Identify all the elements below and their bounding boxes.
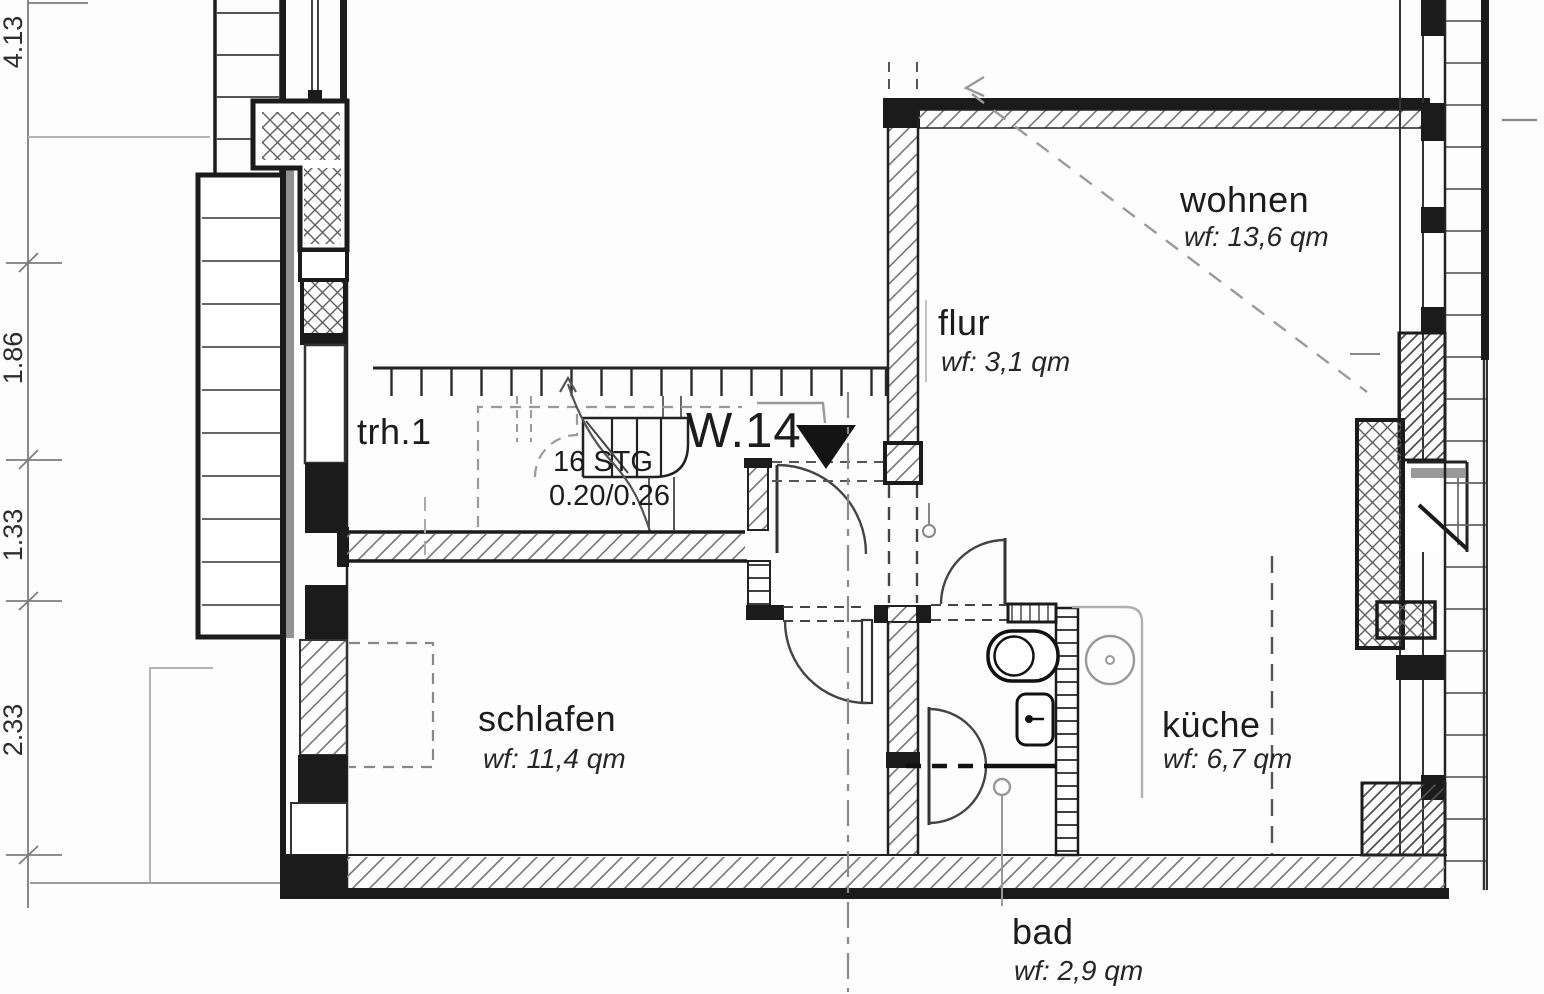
south-wall <box>280 854 1449 899</box>
room-area-schlafen: wf: 11,4 qm <box>483 743 626 774</box>
room-area-wohnen: wf: 13,6 qm <box>1184 221 1329 252</box>
dimension-4-13: 4.13 <box>0 16 28 69</box>
kueche-counter-outline <box>1072 605 1144 798</box>
bad-east-wall <box>1054 606 1080 857</box>
stair-direction-arrow-icon <box>559 375 577 393</box>
apartment-label: W.14 <box>686 404 802 458</box>
labels: trh.1 16 STG 0.20/0.26 W.14 wohnen wf: 1… <box>357 179 1329 986</box>
bad-features <box>906 606 1080 906</box>
neighbor-staircase-left <box>195 0 286 640</box>
schlafen-door-leaf <box>860 618 874 705</box>
flur-west-wall <box>883 98 923 603</box>
entrance-door-swing <box>776 463 868 555</box>
dimension-chain-left: 4.13 1.86 1.33 2.33 <box>0 0 88 908</box>
party-wall-left <box>250 0 350 899</box>
neighbor-staircase-right <box>1445 0 1487 890</box>
diagonal-arrow-icon <box>963 75 985 98</box>
schlafen-door-swing <box>783 620 868 705</box>
kueche-sink-icon <box>1084 634 1136 686</box>
dimension-2-33: 2.33 <box>0 704 28 757</box>
schlafen-features <box>349 606 874 769</box>
neighbor-outline <box>28 136 283 884</box>
dimension-1-33: 1.33 <box>0 509 28 562</box>
bad-leader-circle <box>992 777 1012 797</box>
room-area-flur: wf: 3,1 qm <box>941 346 1070 377</box>
room-label-schlafen: schlafen <box>478 698 616 739</box>
room-area-bad: wf: 2,9 qm <box>1014 955 1143 986</box>
stair-tread-label: 0.20/0.26 <box>549 480 670 512</box>
entrance-marker-icon <box>796 425 856 469</box>
schlafen-dashed-outline <box>349 641 435 769</box>
room-label-bad: bad <box>1012 911 1074 952</box>
wohnen-diagonal-dashed <box>971 93 1368 393</box>
room-label-flur: flur <box>938 302 990 343</box>
schlafen-north-wall <box>345 530 784 620</box>
sink-icon <box>986 629 1060 683</box>
room-area-kueche: wf: 6,7 qm <box>1163 743 1292 774</box>
dimension-1-86: 1.86 <box>0 332 28 385</box>
room-label-kueche: küche <box>1162 704 1261 745</box>
stair-walk-line <box>566 383 652 532</box>
stair-steps-label: 16 STG <box>553 446 653 478</box>
stair-hall <box>373 366 888 532</box>
east-wall <box>1350 0 1537 890</box>
flur-kueche-door <box>922 503 1058 624</box>
stair-hall-label: trh.1 <box>357 411 432 452</box>
kueche-door-swing <box>939 538 1006 605</box>
room-label-wohnen: wohnen <box>1179 179 1309 220</box>
apartment-entrance <box>744 401 884 555</box>
wohnen-features <box>925 75 1368 393</box>
kueche-features <box>1072 556 1274 854</box>
bad-west-wall <box>874 605 931 855</box>
wohnen-north-wall <box>888 62 1431 129</box>
axis-lines <box>424 392 850 992</box>
